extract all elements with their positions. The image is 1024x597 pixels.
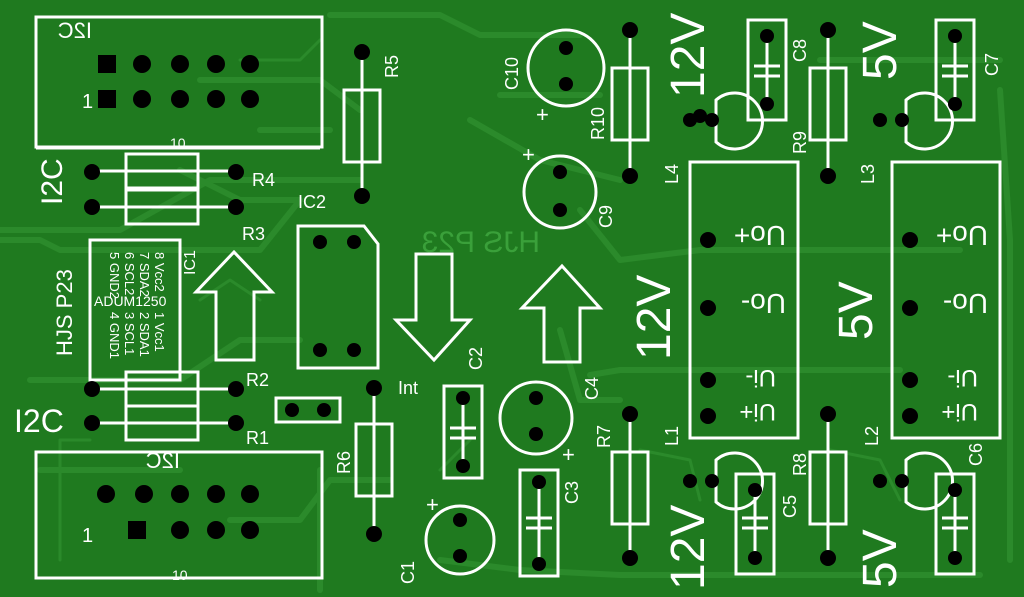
c4-label: C4 (582, 377, 602, 400)
i2c-bottom-pin10-label: 10 (172, 567, 188, 583)
c8-label: C8 (790, 39, 810, 62)
module-12v-ui-plus: Ui+ (739, 398, 776, 425)
r7-label: R7 (594, 425, 614, 448)
i2c-connector-top-pads (98, 55, 259, 108)
c3-outline (518, 468, 560, 578)
c10-label: C10 (502, 57, 522, 90)
module-5v-ui-plus: Ui+ (941, 398, 978, 425)
ic1-pin-left-3: 8 Vcc2 (152, 252, 167, 292)
arrow-up-left (192, 249, 276, 362)
c7-label: C7 (982, 53, 1002, 76)
r9-label: R9 (790, 131, 810, 154)
c10-polarity: + (536, 102, 549, 127)
c9-polarity: + (522, 142, 535, 167)
i2c-connector-bottom-outline (34, 450, 324, 580)
module-12v-pads (700, 232, 716, 424)
i2c-top-pin1-label: 1 (82, 91, 93, 113)
c3-label: C3 (562, 481, 582, 504)
r9-outline (808, 66, 848, 142)
c4-outline (498, 380, 574, 456)
arrow-down-middle (392, 252, 474, 363)
module-5v-pads (902, 232, 918, 424)
jumper-outline (274, 396, 342, 424)
i2c-label-left-top: I2C (36, 158, 69, 205)
l2-outline (904, 451, 955, 511)
ic1-pin-right-3: 1 Vcc1 (152, 312, 167, 352)
module-12v-uo-minus: Uo- (741, 288, 786, 319)
module-12v-uo-plus: Uo+ (734, 220, 786, 251)
voltage-12v-bottom: 12V (662, 505, 715, 590)
l4-label: L4 (662, 164, 682, 184)
c1-outline (424, 504, 496, 576)
ic1-part: ADUM1250 (94, 293, 167, 309)
l1-outline (714, 451, 765, 511)
c9-label: C9 (596, 205, 616, 228)
r5-outline (342, 88, 382, 164)
c10-outline (526, 28, 606, 108)
c1-label: C1 (398, 561, 418, 584)
voltage-5v-mid: 5V (830, 281, 883, 340)
i2c-connector-bottom-pads (97, 485, 259, 539)
i2c-bottom-pin1-label: 1 (82, 525, 93, 547)
l1-label: L1 (662, 426, 682, 446)
voltage-5v-top: 5V (854, 21, 907, 80)
r5-label: R5 (382, 55, 402, 78)
module-5v-outline (890, 160, 1002, 440)
ic1-pin-left-2: 7 SDA2 (137, 252, 152, 297)
ic1-ref: IC1 (182, 250, 199, 275)
r3-label: R3 (242, 224, 265, 244)
ic1-pin-left-0: 5 GND2 (107, 252, 122, 299)
l3-label: L3 (858, 164, 878, 184)
r8-outline (808, 450, 848, 526)
r7-outline (610, 450, 650, 526)
c2-outline (442, 384, 484, 480)
ic1-pin-right-1: 3 SCL1 (122, 312, 137, 355)
i2c-label-left-bottom: I2C (14, 403, 64, 439)
c6-outline (934, 472, 976, 576)
copper-traces (0, 12, 1013, 593)
c6-label: C6 (966, 443, 986, 466)
l3-outline (904, 91, 955, 151)
c5-outline (734, 472, 776, 576)
r1-label: R1 (246, 428, 269, 448)
l2-label: L2 (862, 426, 882, 446)
arrow-up-right (518, 263, 604, 364)
board-title: HJS P23 (52, 269, 77, 356)
module-5v-ui-minus: Ui- (947, 364, 978, 391)
c8-outline (746, 18, 788, 122)
voltage-5v-bottom: 5V (854, 529, 907, 588)
ic2-outline (296, 224, 380, 370)
i2c-connector-top-mirror-label: I2C (58, 18, 92, 43)
ic1-pin-left-1: 6 SCL2 (122, 252, 137, 295)
ic1-pin-right-2: 2 SDA1 (137, 312, 152, 357)
c9-outline (522, 154, 598, 230)
module-5v-uo-plus: Uo+ (936, 220, 988, 251)
r2-label: R2 (246, 370, 269, 390)
l4-outline (714, 91, 765, 151)
r10-label: R10 (588, 107, 608, 140)
ic1-outline (88, 238, 182, 382)
module-5v-uo-minus: Uo- (943, 288, 988, 319)
int-label: Int (398, 378, 418, 398)
r8-label: R8 (790, 453, 810, 476)
c7-outline (934, 18, 976, 122)
voltage-12v-mid: 12V (628, 275, 681, 360)
module-12v-ui-minus: Ui- (745, 364, 776, 391)
r4-label: R4 (252, 170, 275, 190)
ic1-pin-right-0: 4 GND1 (107, 312, 122, 359)
c4-polarity: + (562, 442, 575, 467)
module-12v-outline (688, 160, 800, 440)
r6-label: R6 (334, 451, 354, 474)
i2c-connector-bottom-mirror-label: I2C (146, 448, 180, 473)
ic1-pin-labels: 5 GND2 6 SCL2 7 SDA2 8 Vcc2 ADUM1250 4 G… (94, 252, 167, 359)
r10-outline (610, 66, 650, 142)
voltage-12v-top: 12V (662, 13, 715, 98)
c1-polarity: + (426, 492, 439, 517)
r6-outline (354, 422, 394, 498)
ic2-ref: IC2 (298, 192, 326, 212)
c5-label: C5 (780, 495, 800, 518)
c2-label: C2 (466, 347, 486, 370)
